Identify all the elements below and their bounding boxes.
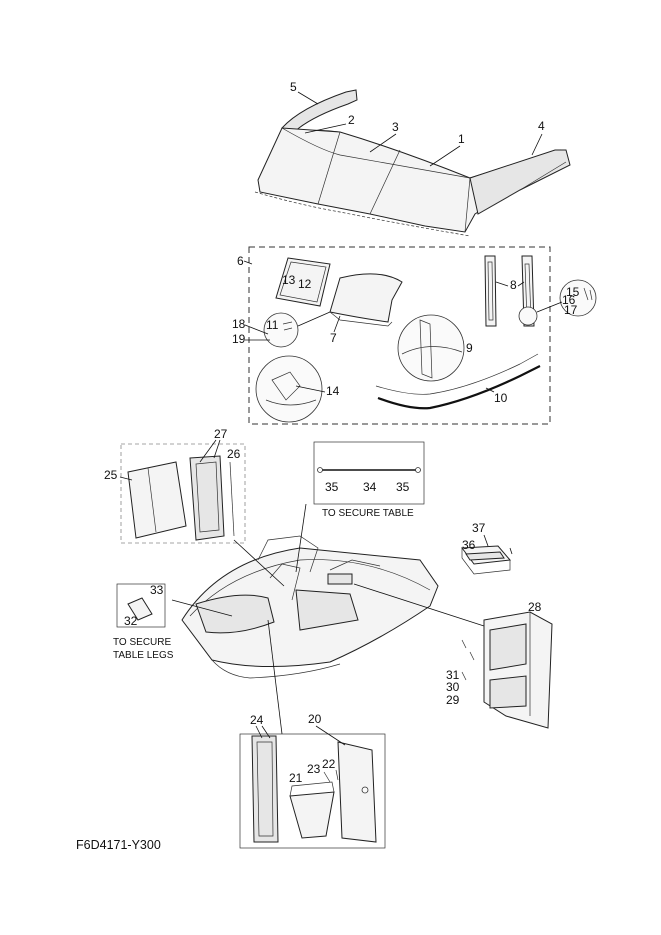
callout-31: 31 (446, 668, 460, 682)
callout-35-right: 35 (396, 480, 410, 494)
part-5-top-roll (281, 89, 358, 135)
callout-4: 4 (538, 119, 545, 133)
callout-36: 36 (462, 538, 476, 552)
callout-15: 15 (566, 285, 580, 299)
callout-20: 20 (308, 712, 322, 726)
part-8-bracket (484, 255, 497, 327)
callout-35-left: 35 (325, 480, 339, 494)
windshield-parts-box (248, 246, 551, 425)
callout-33: 33 (150, 583, 164, 597)
bimini-top-assembly (254, 89, 571, 237)
callout-24: 24 (250, 713, 264, 727)
callout-29: 29 (446, 693, 460, 707)
callout-25: 25 (104, 468, 118, 482)
callout-2: 2 (348, 113, 355, 127)
note-secure-legs-2: TABLE LEGS (113, 650, 174, 661)
callout-3: 3 (392, 120, 399, 134)
part-7-windshield (329, 273, 403, 323)
callout-22: 22 (322, 757, 336, 771)
callout-6: 6 (237, 254, 244, 268)
callout-32: 32 (124, 614, 138, 628)
inset-11 (263, 312, 299, 348)
callout-7: 7 (330, 331, 337, 345)
callout-13: 13 (282, 273, 296, 287)
part-1-canopy (257, 127, 567, 233)
part-12-panel (275, 257, 331, 307)
note-secure-legs-1: TO SECURE (113, 637, 171, 648)
callout-16: 16 (562, 293, 576, 307)
callout-11: 11 (266, 318, 279, 332)
callout-18: 18 (232, 317, 246, 331)
diagram-code: F6D4171-Y300 (76, 838, 161, 852)
table-strap-box (313, 441, 425, 505)
part-24-frame (251, 735, 279, 843)
part-21-bin (289, 791, 335, 839)
callout-8: 8 (510, 278, 517, 292)
callout-1: 1 (458, 132, 465, 146)
callout-30: 30 (446, 680, 460, 694)
storage-parts-box (239, 733, 386, 849)
part-20-door (337, 741, 377, 843)
callout-21: 21 (289, 771, 303, 785)
part-4-frame (469, 149, 571, 215)
part-26-hinge (229, 461, 235, 537)
callout-23: 23 (307, 762, 321, 776)
callout-37: 37 (472, 521, 486, 535)
part-25-door (127, 461, 187, 539)
callout-19: 19 (232, 332, 246, 346)
callout-5: 5 (290, 80, 297, 94)
part-10-trim (377, 365, 541, 410)
callout-26: 26 (227, 447, 241, 461)
inset-14 (255, 355, 323, 423)
callout-14: 14 (326, 384, 340, 398)
callout-9: 9 (466, 341, 473, 355)
callout-17: 17 (564, 303, 578, 317)
callout-10: 10 (494, 391, 508, 405)
table-legs-box (116, 583, 166, 628)
part-27-frame (189, 455, 225, 541)
inset-15-17 (559, 279, 597, 317)
callout-34: 34 (363, 480, 377, 494)
note-secure-table: TO SECURE TABLE (322, 508, 414, 519)
boat-hull (181, 535, 439, 679)
part-32-clip (127, 597, 153, 621)
callout-12: 12 (298, 277, 312, 291)
callout-27: 27 (214, 427, 228, 441)
callout-28: 28 (528, 600, 542, 614)
